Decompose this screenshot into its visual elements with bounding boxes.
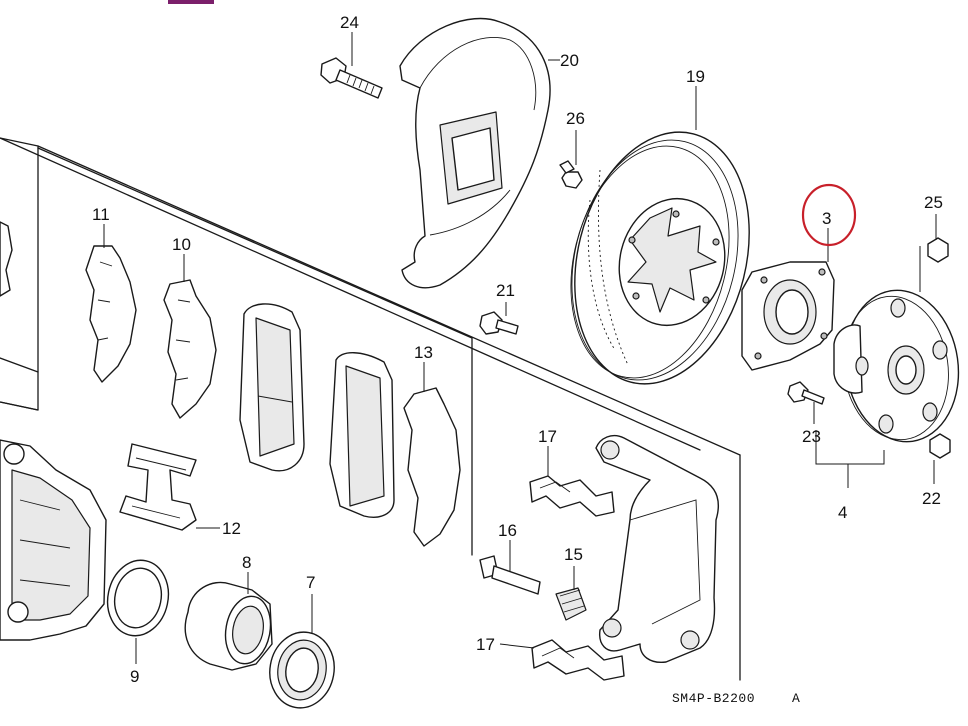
bolt-24 bbox=[320, 32, 383, 99]
piston-seal-9 bbox=[106, 559, 170, 664]
nut-22 bbox=[929, 433, 951, 484]
callout-13: 13 bbox=[414, 343, 433, 362]
hub-assembly-4 bbox=[815, 246, 960, 488]
callout-20: 20 bbox=[560, 51, 579, 70]
callout-17-lower: 17 bbox=[476, 635, 495, 654]
top-accent-mark bbox=[168, 0, 214, 4]
callout-9: 9 bbox=[130, 667, 139, 686]
callout-8: 8 bbox=[242, 553, 251, 572]
boot-15 bbox=[555, 566, 587, 621]
callout-24: 24 bbox=[340, 13, 359, 32]
clip-17-upper bbox=[529, 446, 615, 517]
callout-3: 3 bbox=[822, 209, 831, 228]
callout-16: 16 bbox=[498, 521, 517, 540]
callout-10: 10 bbox=[172, 235, 191, 254]
caliper-bracket bbox=[595, 434, 719, 663]
shim-13 bbox=[403, 362, 461, 547]
caliper-body bbox=[0, 439, 107, 641]
brake-pad-outer bbox=[329, 352, 395, 518]
guide-pin-16 bbox=[479, 540, 541, 595]
callout-12: 12 bbox=[222, 519, 241, 538]
spring-clip-12 bbox=[119, 443, 220, 531]
shim-10 bbox=[163, 254, 217, 419]
shim-11 bbox=[85, 224, 137, 383]
callout-23: 23 bbox=[802, 427, 821, 446]
callout-17-upper: 17 bbox=[538, 427, 557, 446]
hub-unit-3 bbox=[741, 228, 835, 371]
piston-boot-7 bbox=[269, 594, 335, 709]
diagram-code-suffix: A bbox=[792, 691, 800, 706]
callout-15: 15 bbox=[564, 545, 583, 564]
shim-fragment-left bbox=[0, 221, 13, 297]
callout-22: 22 bbox=[922, 489, 941, 508]
callout-4: 4 bbox=[838, 503, 847, 522]
bolt-21 bbox=[479, 302, 519, 335]
brake-pad-inner bbox=[239, 303, 305, 472]
diagram-code: SM4P-B2200 bbox=[672, 691, 755, 706]
callout-21: 21 bbox=[496, 281, 515, 300]
bolt-26 bbox=[559, 130, 583, 189]
brake-disc-19 bbox=[570, 86, 750, 385]
callout-11: 11 bbox=[92, 205, 110, 224]
callout-7: 7 bbox=[306, 573, 315, 592]
callout-26: 26 bbox=[566, 109, 585, 128]
clip-17-lower bbox=[499, 639, 625, 681]
highlight-circle bbox=[801, 183, 857, 247]
callout-19: 19 bbox=[686, 67, 705, 86]
bolt-23 bbox=[787, 381, 825, 424]
nut-25 bbox=[927, 214, 949, 263]
caliper-assembly-frame bbox=[0, 137, 741, 681]
piston-8 bbox=[184, 572, 273, 671]
callout-25: 25 bbox=[924, 193, 943, 212]
splash-shield-20 bbox=[399, 17, 560, 289]
